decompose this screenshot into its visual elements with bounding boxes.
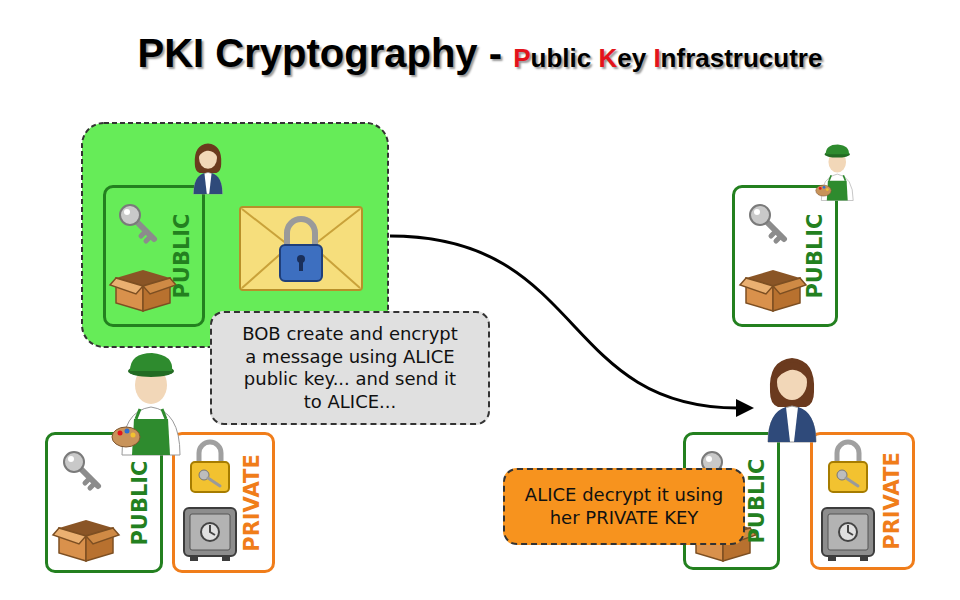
title-part: K xyxy=(598,43,617,73)
send-arrow xyxy=(736,399,754,417)
encrypted-envelope xyxy=(287,219,315,247)
callout-text: BOB create and encrypt a message using A… xyxy=(239,323,461,413)
title-part xyxy=(591,43,598,73)
key-kind-label: PRIVATE xyxy=(242,454,263,552)
title-part xyxy=(204,31,215,75)
private-key-box: PRIVATE xyxy=(172,432,275,573)
key-kind-label: PUBLIC xyxy=(130,460,151,545)
diagram-title: PKI Cryptography - Public Key Infrastruc… xyxy=(138,30,823,76)
title-part: ublic xyxy=(531,43,592,73)
title-part: P xyxy=(513,43,530,73)
key-kind-label: PUBLIC xyxy=(805,213,826,298)
title-part xyxy=(478,31,489,75)
public-key-box: PUBLIC xyxy=(45,432,163,573)
public-key-box: PUBLIC xyxy=(732,185,838,327)
alice-avatar xyxy=(768,358,816,442)
note-callout: ALICE decrypt it using her PRIVATE KEY xyxy=(503,468,745,545)
callout-text: ALICE decrypt it using her PRIVATE KEY xyxy=(517,484,731,529)
encrypted-envelope xyxy=(242,209,360,255)
key-kind-label: PUBLIC xyxy=(172,213,193,298)
title-part: nfrastrucutre xyxy=(661,43,823,73)
padlock-icon xyxy=(191,442,229,492)
encrypted-envelope xyxy=(280,245,322,281)
encrypted-envelope xyxy=(299,261,303,271)
key-icon xyxy=(120,205,154,241)
cardboard-box-icon xyxy=(53,520,119,561)
safe-icon xyxy=(184,508,236,561)
title-band: PKI Cryptography - Public Key Infrastruc… xyxy=(0,30,960,76)
alice-avatar xyxy=(194,144,223,194)
encrypted-envelope xyxy=(240,207,362,290)
note-callout: BOB create and encrypt a message using A… xyxy=(210,311,490,425)
key-icon xyxy=(750,205,784,241)
key-kind-label: PUBLIC xyxy=(747,458,768,543)
cardboard-box-icon xyxy=(740,270,806,311)
safe-icon xyxy=(822,508,874,561)
title-part xyxy=(502,31,513,75)
key-kind-label: PRIVATE xyxy=(882,452,903,550)
private-key-box: PRIVATE xyxy=(810,432,915,570)
public-key-box: PUBLIC xyxy=(103,185,205,327)
title-part: - xyxy=(489,31,502,75)
key-icon xyxy=(64,452,98,488)
title-part: I xyxy=(653,43,660,73)
padlock-icon xyxy=(829,442,867,492)
encrypted-envelope xyxy=(242,249,360,288)
title-part: PKI xyxy=(138,31,205,75)
title-part: Cryptography xyxy=(215,31,477,75)
title-part xyxy=(646,43,653,73)
bob-avatar xyxy=(816,144,853,200)
encrypted-envelope xyxy=(240,207,362,290)
bob-avatar xyxy=(112,353,180,455)
cardboard-box-icon xyxy=(53,270,806,561)
title-part: ey xyxy=(617,43,646,73)
encrypted-envelope xyxy=(297,255,305,263)
cardboard-box-icon xyxy=(110,270,176,311)
